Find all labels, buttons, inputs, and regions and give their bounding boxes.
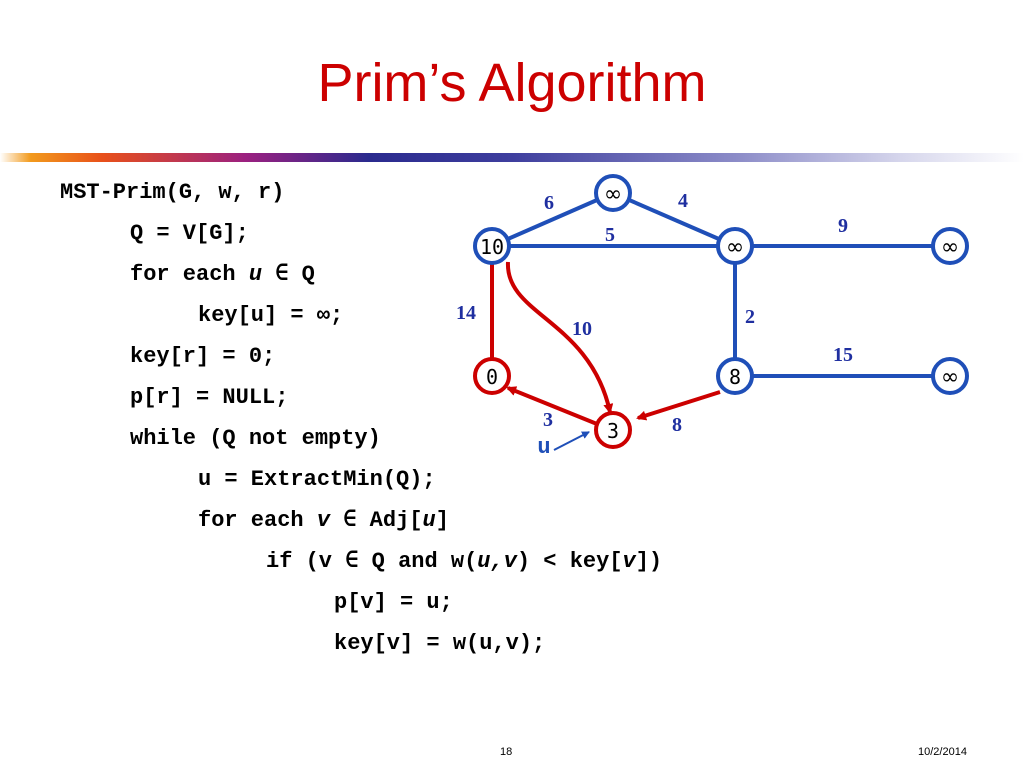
edge-top-mid <box>612 191 736 248</box>
code-var: u <box>477 549 491 574</box>
code-var: v <box>316 508 331 533</box>
node-left-upper: 10 <box>473 227 511 265</box>
code-var: v <box>503 549 517 574</box>
node-key: ∞ <box>726 235 744 260</box>
node-right-lower: ∞ <box>931 357 969 395</box>
code-text: if (v ∈ Q and w( <box>266 549 478 574</box>
code-line-4: key[u] = ∞; <box>198 303 344 328</box>
code-text: for each <box>198 508 317 533</box>
code-line-8: u = ExtractMin(Q); <box>198 467 436 492</box>
node-key: 3 <box>607 419 619 443</box>
node-key: 0 <box>486 365 498 389</box>
code-line-10: if (v ∈ Q and w(u,v) < key[v]) <box>266 551 662 573</box>
edge-weight: 14 <box>456 302 476 324</box>
code-line-6: p[r] = NULL; <box>130 385 289 410</box>
edge-weight: 3 <box>543 409 553 431</box>
edge-weight: 5 <box>605 224 615 246</box>
code-line-3: for each u ∈ Q <box>130 264 315 286</box>
code-text: ∈ Adj[ <box>330 508 423 533</box>
node-key: 8 <box>729 365 741 389</box>
node-mid-lower: 8 <box>716 357 754 395</box>
page-number: 18 <box>500 746 513 758</box>
edge-bottom-mid <box>636 390 721 421</box>
code-text: ]) <box>635 549 663 574</box>
code-text: for each <box>130 262 249 287</box>
edge-weight: 2 <box>745 306 755 328</box>
code-text: ) < key[ <box>516 549 623 574</box>
node-mid-upper: ∞ <box>716 227 754 265</box>
edge-weight: 10 <box>572 318 592 340</box>
edge-weight: 15 <box>833 344 853 366</box>
code-line-5: key[r] = 0; <box>130 344 276 369</box>
slide-title: Prim’s Algorithm <box>317 53 707 113</box>
edge-weight: 4 <box>678 190 688 212</box>
code-line-12: key[v] = w(u,v); <box>334 631 546 656</box>
node-bottom: 3 <box>594 411 632 449</box>
code-line-11: p[v] = u; <box>334 590 453 615</box>
node-left-lower: 0 <box>473 357 511 395</box>
edge-weight: 8 <box>672 414 682 436</box>
edge-bottom-left <box>506 386 598 426</box>
code-line-7: while (Q not empty) <box>130 426 381 451</box>
title-divider <box>0 153 1024 162</box>
code-text: ∈ Q <box>262 262 315 287</box>
edge-top-left <box>491 191 614 248</box>
code-line-1: MST-Prim(G, w, r) <box>60 180 285 205</box>
code-text: ] <box>435 508 449 533</box>
slide-date: 10/2/2014 <box>918 746 967 758</box>
code-var: v <box>622 549 636 574</box>
edge-weight: 9 <box>838 215 848 237</box>
code-var: u <box>422 508 436 533</box>
u-pointer-label: u <box>537 435 550 460</box>
node-top: ∞ <box>594 174 632 212</box>
code-var: u <box>248 262 263 287</box>
node-key: ∞ <box>604 182 622 207</box>
edge-curve <box>505 261 614 414</box>
node-right-upper: ∞ <box>931 227 969 265</box>
code-line-9: for each v ∈ Adj[u] <box>198 510 449 532</box>
node-key: ∞ <box>941 365 959 390</box>
code-line-2: Q = V[G]; <box>130 221 249 246</box>
u-pointer-arrow <box>553 431 590 451</box>
edge-weight: 6 <box>544 192 554 214</box>
node-key: ∞ <box>941 235 959 260</box>
code-text: , <box>490 549 504 574</box>
node-key: 10 <box>480 235 504 259</box>
